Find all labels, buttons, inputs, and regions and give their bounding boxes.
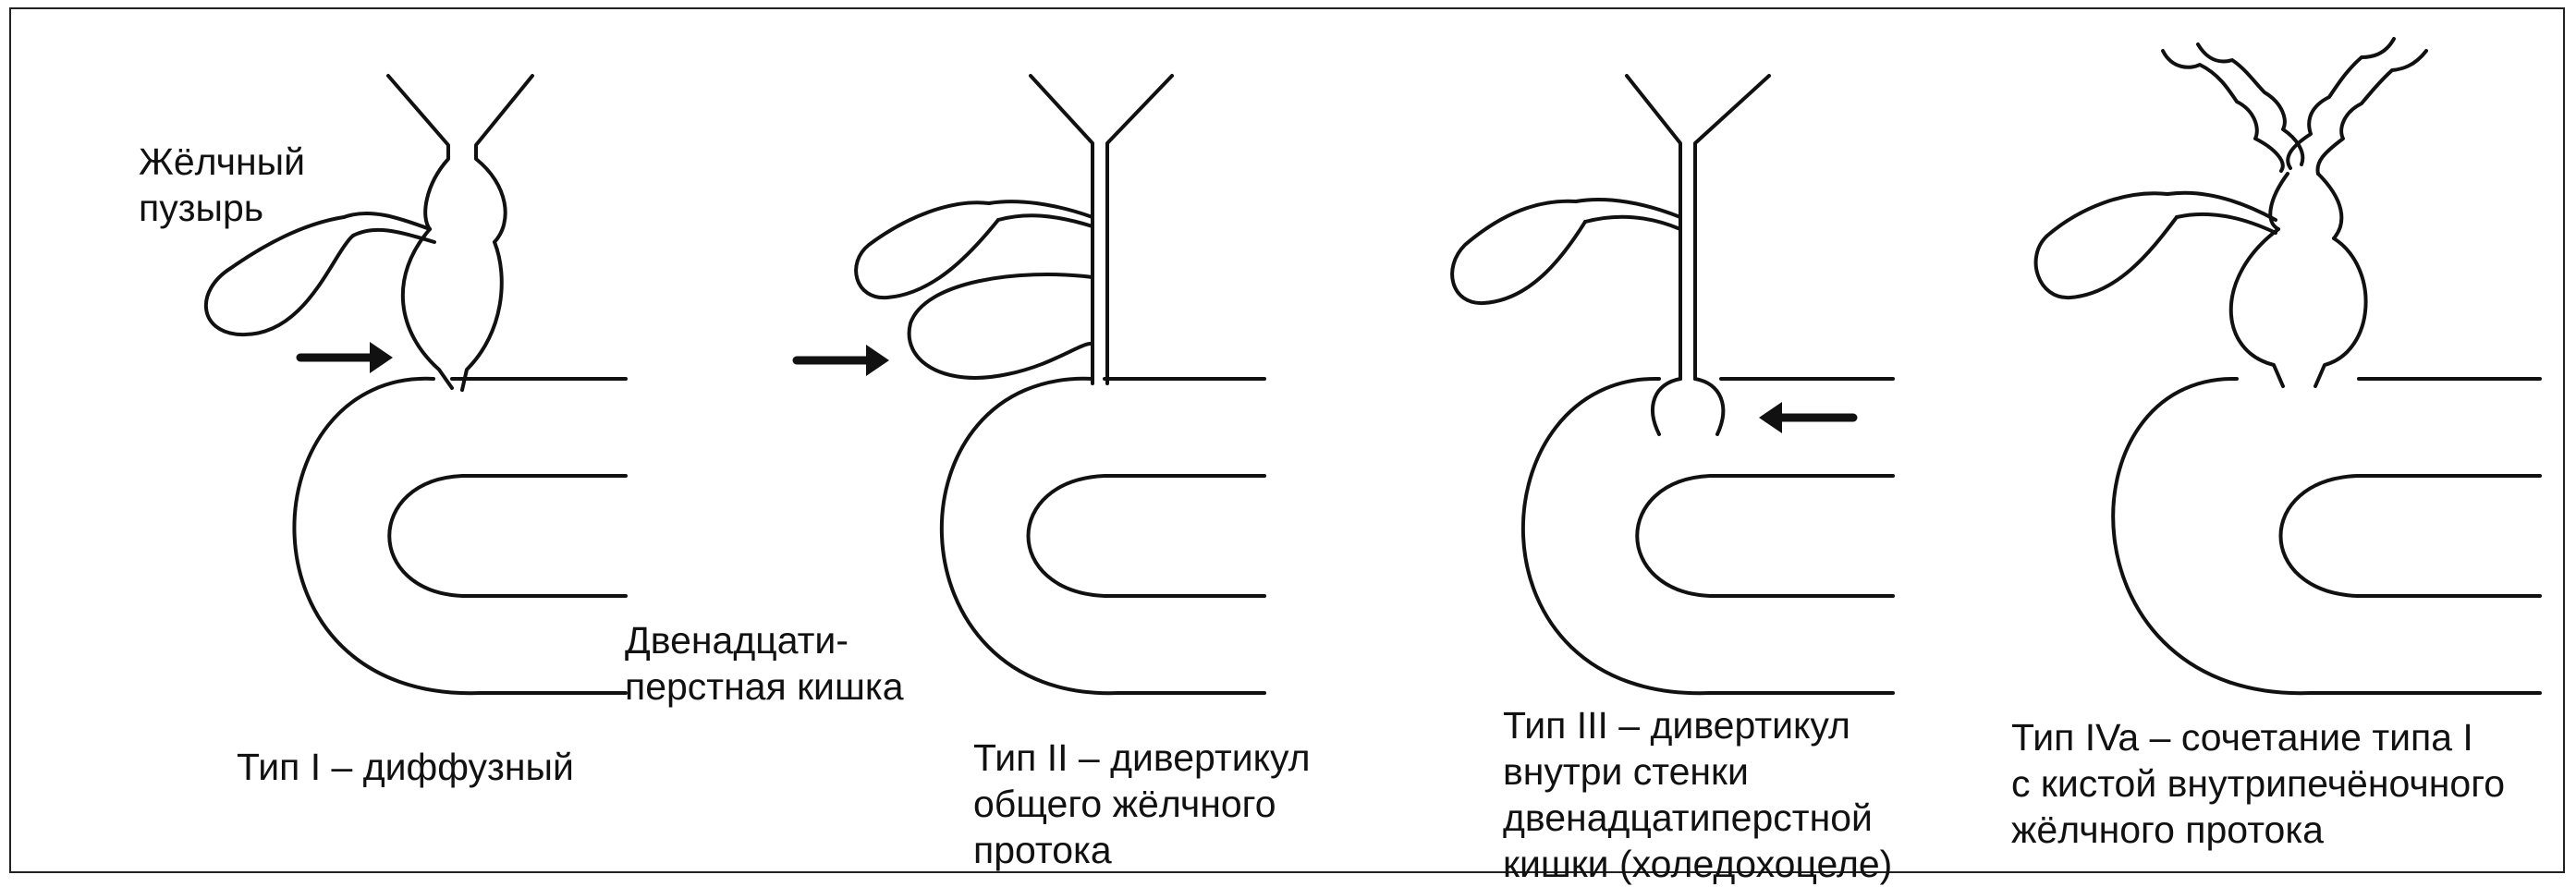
duodenum-label-line-1: Двенадцати- xyxy=(625,619,848,662)
bile-duct-4 xyxy=(2228,172,2368,388)
bile-duct-1 xyxy=(386,74,534,392)
panel-type-2 xyxy=(792,74,1266,696)
duodenum-2 xyxy=(939,376,1266,696)
caption-type-4a-line-3: жёлчного протока xyxy=(2011,808,2324,851)
duodenum-3 xyxy=(1520,376,1895,696)
caption-type-3-line-4: кишки (холедохоцеле) xyxy=(1503,843,1893,885)
figure-frame xyxy=(9,7,2565,873)
caption-type-3-line-3: двенадцатиперстной xyxy=(1503,796,1873,839)
panel-type-1 xyxy=(204,74,628,696)
caption-type-1: Тип I – диффузный xyxy=(237,744,574,790)
diverticulum-2 xyxy=(907,273,1094,380)
intrahepatic-cysts-4 xyxy=(2161,37,2428,176)
panel-type-3 xyxy=(1450,74,1895,696)
duodenum-4 xyxy=(2111,376,2542,696)
caption-type-4a: Тип IVa – сочетание типа I с кистой внут… xyxy=(2011,714,2505,853)
panel-type-4a xyxy=(2033,37,2542,696)
caption-type-3-line-1: Тип III – дивертикул xyxy=(1503,704,1850,747)
duodenum-label-line-2: перстная кишка xyxy=(625,665,904,708)
caption-type-3-line-2: внутри стенки xyxy=(1503,750,1749,793)
duodenum-1 xyxy=(292,376,628,696)
choledochocele-3 xyxy=(1651,377,1726,436)
caption-type-3: Тип III – дивертикул внутри стенки двена… xyxy=(1503,702,1892,887)
caption-type-4a-line-1: Тип IVa – сочетание типа I xyxy=(2011,716,2473,759)
caption-type-1-line-1: Тип I – диффузный xyxy=(237,746,574,788)
gallbladder-4 xyxy=(2033,190,2277,300)
caption-type-4a-line-2: с кистой внутрипечёночного xyxy=(2011,762,2506,805)
caption-type-2-line-2: общего жёлчного xyxy=(973,783,1276,825)
caption-type-2-line-1: Тип II – дивертикул xyxy=(973,736,1311,779)
gallbladder-3 xyxy=(1450,198,1682,306)
caption-type-2-line-3: протока xyxy=(973,829,1112,871)
caption-type-2: Тип II – дивертикул общего жёлчного прот… xyxy=(973,735,1311,873)
gallbladder-label-line-1: Жёлчный xyxy=(139,140,306,183)
gallbladder-label: Жёлчный пузырь xyxy=(139,139,305,231)
gallbladder-2 xyxy=(854,200,1094,300)
bile-duct-3 xyxy=(1625,74,1771,381)
gallbladder-label-line-2: пузырь xyxy=(139,187,264,229)
duodenum-label: Двенадцати- перстная кишка xyxy=(625,617,904,710)
bile-duct-2 xyxy=(1029,74,1174,385)
gallbladder-1 xyxy=(204,211,436,337)
